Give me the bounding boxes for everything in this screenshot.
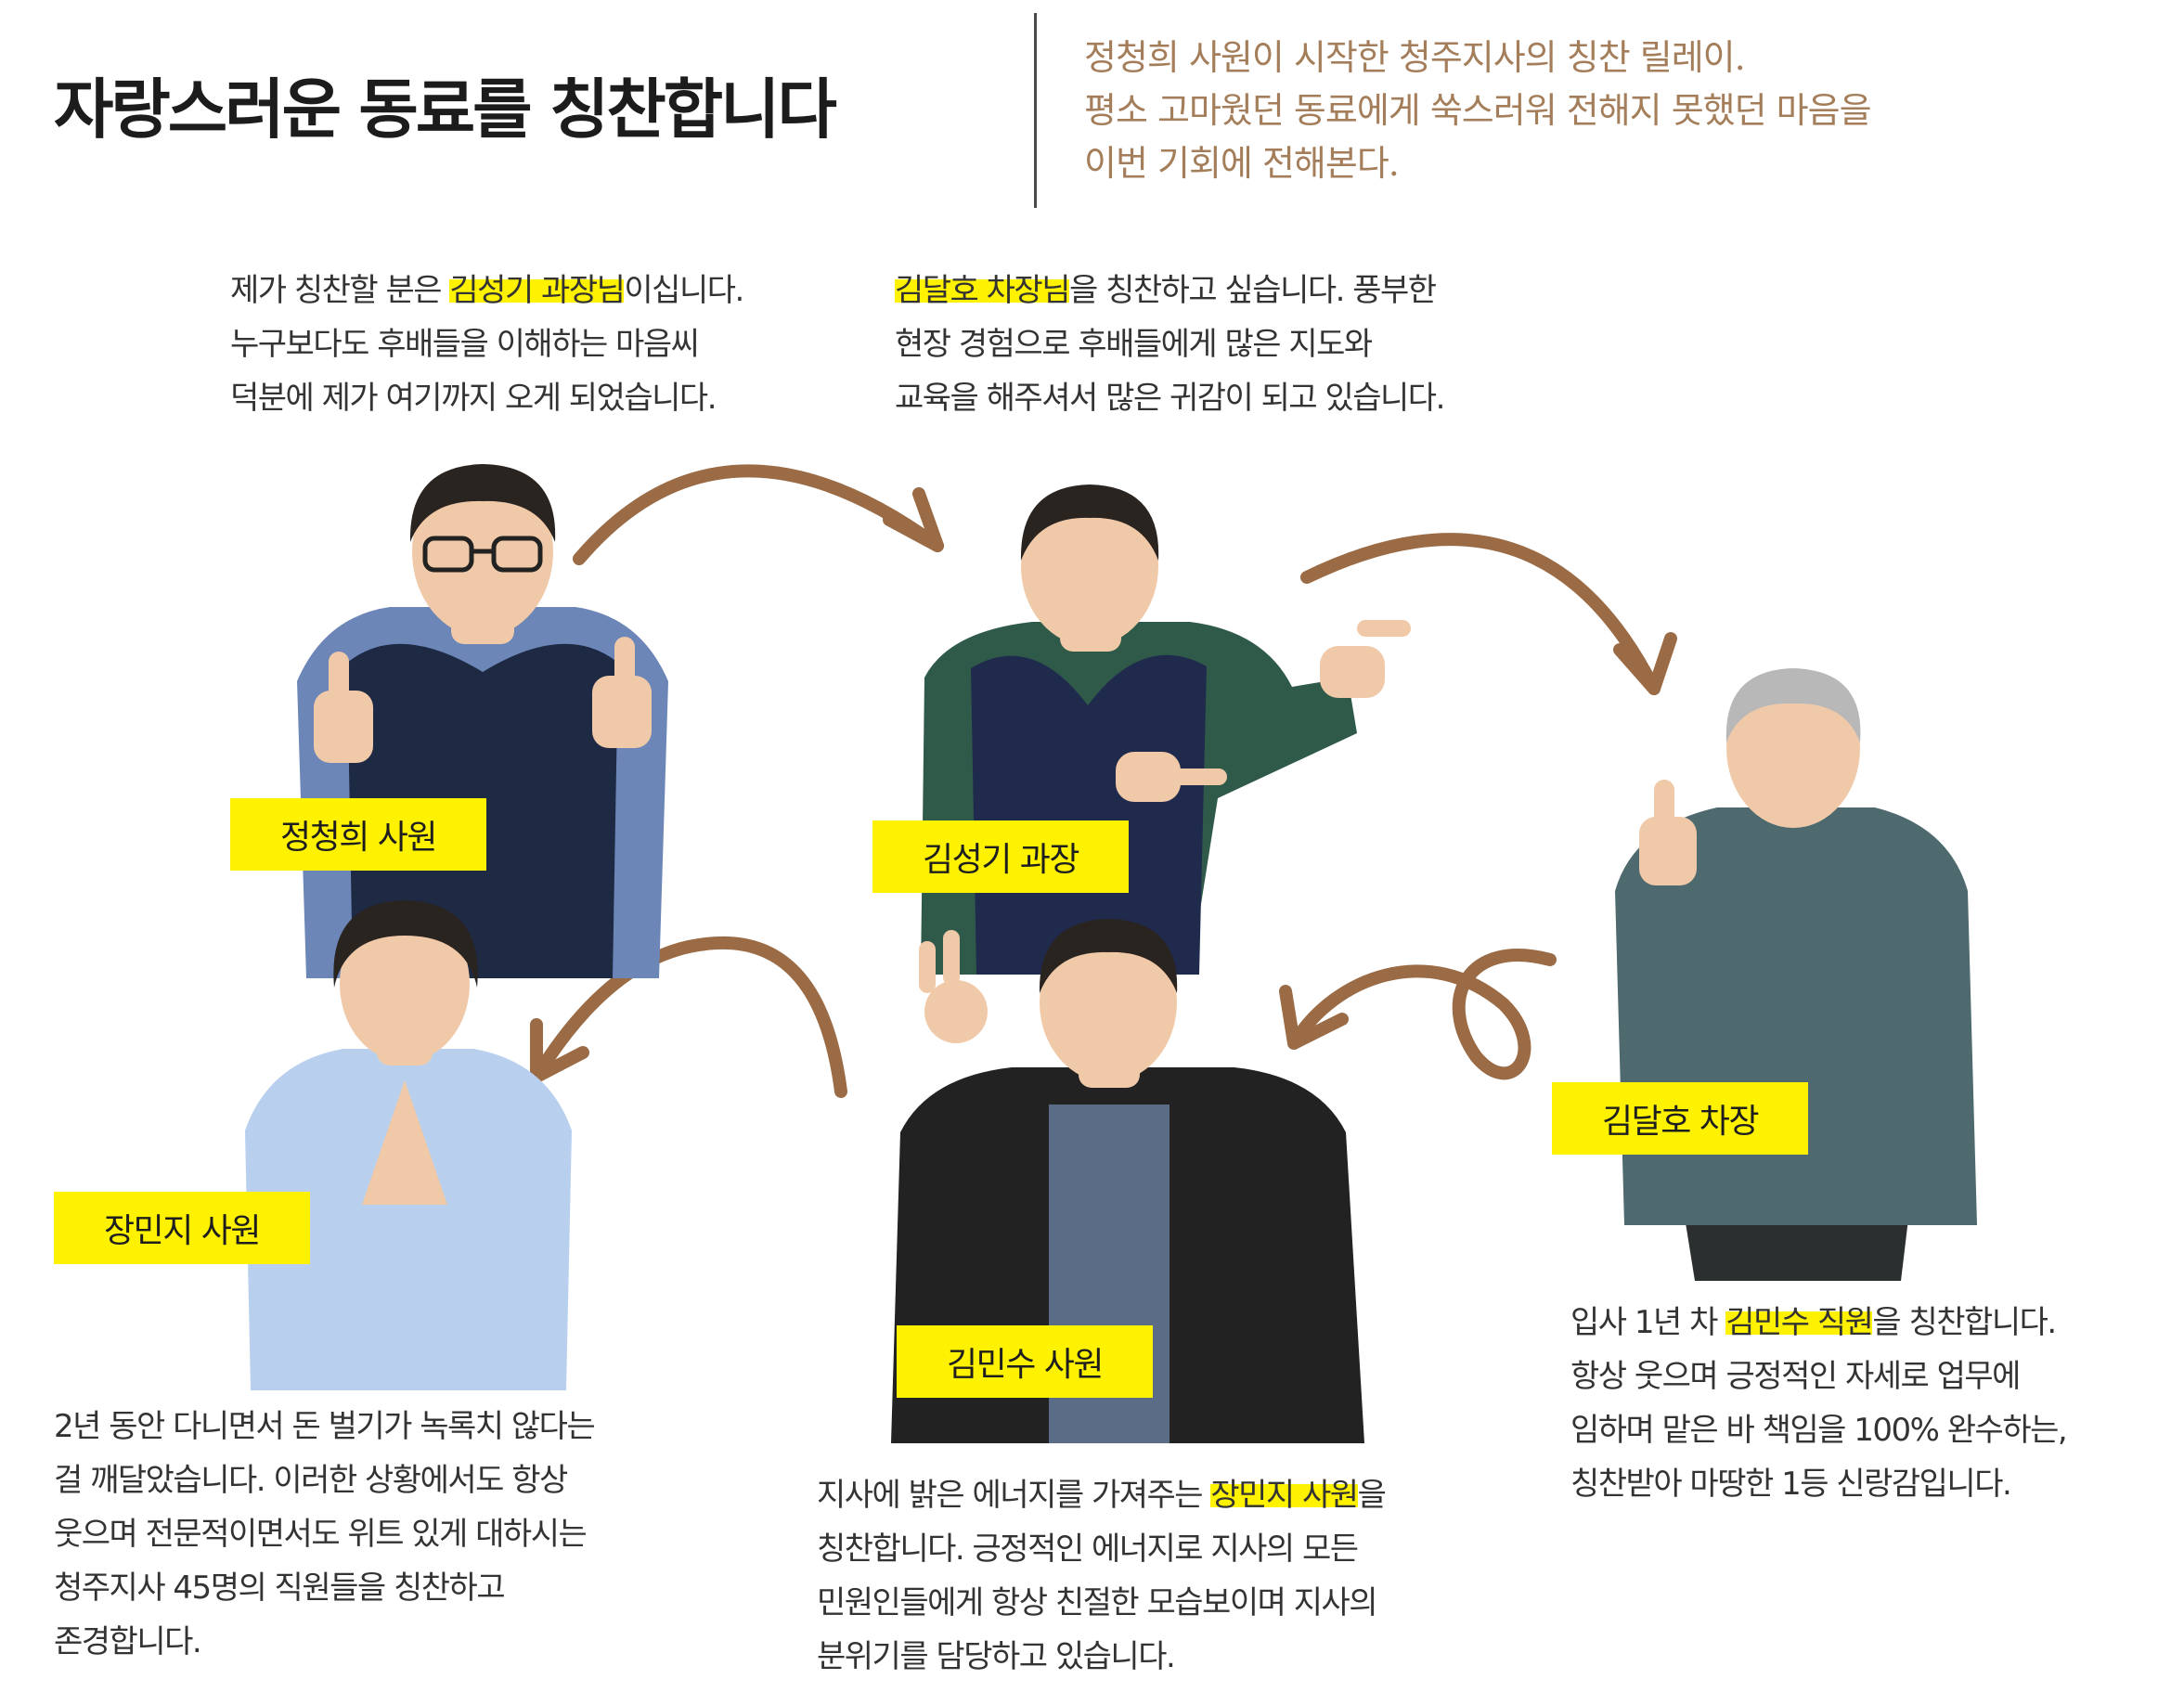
message-text: 교육을 해주셔서 많은 귀감이 되고 있습니다. xyxy=(895,380,1445,417)
message-text: 칭찬받아 마땅한 1등 신랑감입니다. xyxy=(1570,1466,2012,1503)
message-line: 임하며 맡은 바 책임을 100% 완수하는, xyxy=(1570,1403,2068,1457)
message-line: 칭찬합니다. 긍정적인 에너지로 지사의 모든 xyxy=(817,1522,1385,1576)
praying-hands-icon xyxy=(362,1080,447,1205)
thumbs-up-icon xyxy=(1639,780,1697,885)
ok-hand-icon xyxy=(919,930,988,1043)
name-tag-kim-seonggi: 김성기 과장 xyxy=(872,820,1129,893)
name-tag-kim-dalho: 김달호 차장 xyxy=(1552,1082,1808,1155)
message-line: 걸 깨달았습니다. 이러한 상황에서도 항상 xyxy=(54,1453,594,1507)
message-line: 덕분에 제가 여기까지 오게 되었습니다. xyxy=(230,371,743,425)
message-line: 존경합니다. xyxy=(54,1615,594,1669)
message-text: 제가 칭찬할 분은 xyxy=(230,272,450,309)
highlighted-name: 김민수 직원 xyxy=(1725,1304,1874,1341)
person-photo-kim-dalho xyxy=(1615,668,1977,1281)
vest xyxy=(971,654,1207,975)
name-tag-kim-minsu: 김민수 사원 xyxy=(897,1325,1153,1398)
hair xyxy=(409,464,556,542)
message-text: 현장 경험으로 후배들에게 많은 지도와 xyxy=(895,326,1373,363)
highlighted-name: 김달호 차장님 xyxy=(895,272,1071,309)
intro-line: 이번 기회에 전해본다. xyxy=(1084,143,1400,184)
relay-arrow-3 xyxy=(1279,949,1557,1080)
message-text: 칭찬합니다. 긍정적인 에너지로 지사의 모든 xyxy=(817,1531,1359,1568)
intro-text: 정청희 사원이 시작한 청주지사의 칭찬 릴레이. 평소 고마웠던 동료에게 쑥… xyxy=(1084,32,1872,190)
header-divider xyxy=(1034,13,1037,208)
pointing-hand-icon xyxy=(1116,620,1411,802)
hair xyxy=(1039,919,1178,993)
message-line: 교육을 해주셔서 많은 귀감이 되고 있습니다. xyxy=(895,371,1445,425)
message-text: 덕분에 제가 여기까지 오게 되었습니다. xyxy=(230,380,717,417)
message-line: 웃으며 전문적이면서도 위트 있게 대하시는 xyxy=(54,1507,594,1561)
head xyxy=(1726,668,1860,828)
page-title: 자랑스러운 동료를 칭찬합니다 xyxy=(54,71,837,148)
person-photo-jang-minji xyxy=(245,900,572,1390)
shirt xyxy=(245,1049,572,1390)
message-line: 청주지사 45명의 직원들을 칭찬하고 xyxy=(54,1561,594,1615)
message-line: 현장 경험으로 후배들에게 많은 지도와 xyxy=(895,317,1444,371)
message-by-jung: 제가 칭찬할 분은 김성기 과장님이십니다. 누구보다도 후배들을 이해하는 마음… xyxy=(230,264,744,425)
name-tag-jang-minji: 장민지 사원 xyxy=(54,1192,310,1264)
message-line: 지사에 밝은 에너지를 가져주는 장민지 사원을 xyxy=(817,1468,1387,1522)
relay-arrow-1 xyxy=(573,464,944,565)
name-tag-jung: 정청희 사원 xyxy=(230,798,486,871)
highlighted-name: 장민지 사원 xyxy=(1210,1477,1359,1514)
message-text: 항상 웃으며 긍정적인 자세로 업무에 xyxy=(1570,1358,2021,1395)
person-photo-kim-seonggi xyxy=(921,484,1411,975)
message-line: 입사 1년 차 김민수 직원을 칭찬합니다. xyxy=(1570,1296,2066,1350)
message-text: 을 칭찬하고 싶습니다. 풍부한 xyxy=(1069,272,1437,309)
message-text: 2년 동안 다니면서 돈 벌기가 녹록치 않다는 xyxy=(54,1408,596,1445)
message-text: 분위기를 담당하고 있습니다. xyxy=(817,1638,1176,1675)
message-line: 김달호 차장님을 칭찬하고 싶습니다. 풍부한 xyxy=(895,264,1444,317)
message-text: 민원인들에게 항상 친절한 모습보이며 지사의 xyxy=(817,1584,1378,1621)
relay-arrow-4 xyxy=(530,936,847,1098)
highlighted-name: 김성기 과장님 xyxy=(449,272,626,309)
message-line: 제가 칭찬할 분은 김성기 과장님이십니다. xyxy=(230,264,744,317)
thumbs-up-icon xyxy=(314,637,652,763)
message-text: 임하며 맡은 바 책임을 100% 완수하는, xyxy=(1570,1412,2068,1449)
intro-line: 평소 고마웠던 동료에게 쑥스러워 전해지 못했던 마음을 xyxy=(1084,90,1872,131)
message-text: 청주지사 45명의 직원들을 칭찬하고 xyxy=(54,1569,506,1607)
message-text: 입사 1년 차 xyxy=(1570,1304,1726,1341)
intro-line: 정청희 사원이 시작한 청주지사의 칭찬 릴레이. xyxy=(1084,37,1746,78)
message-text: 누구보다도 후배들을 이해하는 마음씨 xyxy=(230,326,700,363)
message-text: 걸 깨달았습니다. 이러한 상황에서도 항상 xyxy=(54,1462,568,1499)
message-line: 분위기를 담당하고 있습니다. xyxy=(817,1630,1385,1684)
glasses-icon xyxy=(422,536,543,573)
head xyxy=(1040,923,1177,1082)
message-line: 누구보다도 후배들을 이해하는 마음씨 xyxy=(230,317,743,371)
message-text: 을 칭찬합니다. xyxy=(1872,1304,2057,1341)
message-line: 칭찬받아 마땅한 1등 신랑감입니다. xyxy=(1570,1457,2066,1511)
message-line: 항상 웃으며 긍정적인 자세로 업무에 xyxy=(1570,1350,2066,1403)
head xyxy=(1021,486,1158,646)
message-line: 민원인들에게 항상 친절한 모습보이며 지사의 xyxy=(817,1576,1385,1630)
message-text: 이십니다. xyxy=(624,272,744,309)
message-text: 존경합니다. xyxy=(54,1623,202,1660)
message-text: 을 xyxy=(1357,1477,1387,1514)
hair xyxy=(1725,668,1861,743)
message-line: 2년 동안 다니면서 돈 벌기가 녹록치 않다는 xyxy=(54,1400,596,1453)
message-text: 웃으며 전문적이면서도 위트 있게 대하시는 xyxy=(54,1516,588,1553)
message-text: 지사에 밝은 에너지를 가져주는 xyxy=(817,1477,1211,1514)
hair xyxy=(333,900,478,988)
hair xyxy=(1020,484,1159,561)
relay-arrow-2 xyxy=(1300,533,1677,695)
head xyxy=(340,906,470,1062)
message-by-kim-dalho: 입사 1년 차 김민수 직원을 칭찬합니다. 항상 웃으며 긍정적인 자세로 업무… xyxy=(1570,1296,2068,1511)
